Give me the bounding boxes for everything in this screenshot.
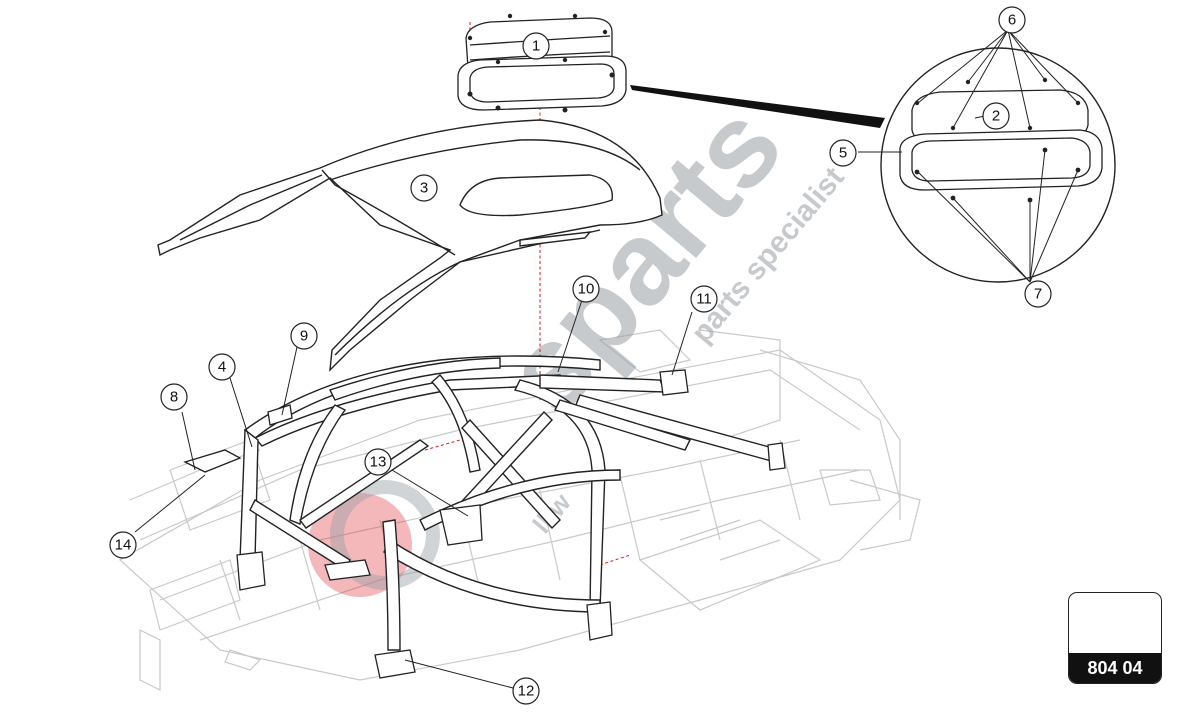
callout-8: 8 <box>160 383 188 411</box>
svg-text:3: 3 <box>420 180 428 197</box>
callout-2: 2 <box>982 102 1010 130</box>
svg-text:14: 14 <box>115 537 132 554</box>
svg-text:12: 12 <box>518 683 535 700</box>
roof-panel <box>157 119 663 372</box>
svg-text:5: 5 <box>839 145 847 162</box>
callout-14: 14 <box>109 531 137 559</box>
callout-3: 3 <box>410 174 438 202</box>
diagram-reference-badge: 804 04 <box>1068 592 1162 684</box>
callout-5: 5 <box>829 139 857 167</box>
svg-text:13: 13 <box>370 454 387 471</box>
callout-7: 7 <box>1024 280 1052 308</box>
roof-hatch-seal <box>457 55 627 111</box>
svg-text:11: 11 <box>696 291 712 308</box>
callout-11: 11 <box>690 285 718 313</box>
svg-text:7: 7 <box>1034 286 1042 303</box>
cage-mounting-feet <box>183 369 786 679</box>
callout-12: 12 <box>512 677 540 705</box>
reference-code: 804 04 <box>1069 653 1161 683</box>
callout-9: 9 <box>290 322 318 350</box>
callout-4: 4 <box>208 353 236 381</box>
leader-lines <box>134 29 1079 689</box>
callout-6: 6 <box>998 6 1026 34</box>
svg-text:1: 1 <box>532 38 540 55</box>
svg-text:10: 10 <box>578 281 595 298</box>
svg-text:8: 8 <box>170 389 178 406</box>
callout-10: 10 <box>572 275 600 303</box>
svg-text:2: 2 <box>992 108 1000 125</box>
callout-13: 13 <box>364 448 392 476</box>
hatch-screws <box>467 13 615 113</box>
callout-1: 1 <box>522 32 550 60</box>
roll-cage <box>239 355 781 651</box>
svg-text:6: 6 <box>1008 12 1016 29</box>
svg-text:4: 4 <box>218 359 226 376</box>
svg-text:9: 9 <box>300 328 308 345</box>
